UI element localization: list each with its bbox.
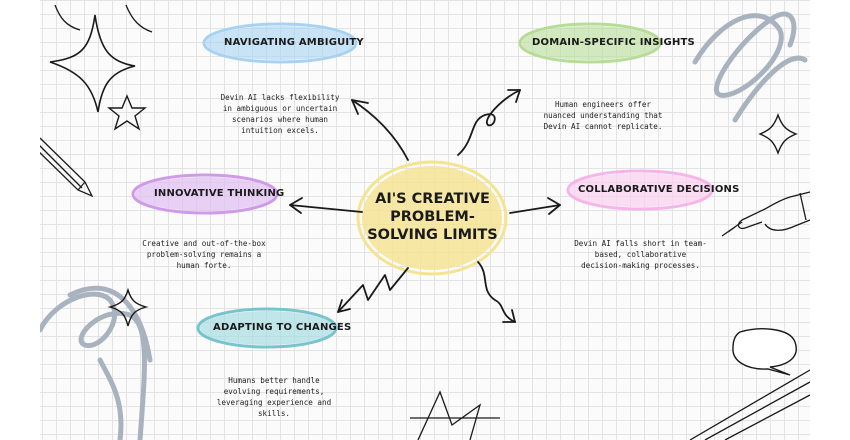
heading-collaborative-decisions: Collaborative Decisions bbox=[578, 184, 740, 195]
diamond-sparkle-icon bbox=[758, 112, 798, 156]
heading-domain-specific-insights: Domain-Specific Insights bbox=[532, 37, 695, 48]
highlight-adapting-to-changes bbox=[200, 311, 334, 345]
highlight-navigating-ambiguity bbox=[206, 26, 354, 60]
arrow-to-innovative-thinking bbox=[289, 204, 363, 213]
text-domain-specific-insights: Human engineers offer nuanced understand… bbox=[543, 100, 663, 131]
pointing-hand-icon bbox=[721, 191, 811, 237]
highlight-collaborative-decisions bbox=[570, 173, 710, 207]
scribble-icon bbox=[37, 11, 808, 440]
arrow-to-domain-specific-insights bbox=[457, 89, 521, 156]
text-navigating-ambiguity: Devin AI lacks flexibility in ambiguous … bbox=[220, 93, 340, 135]
heading-adapting-to-changes: Adapting to Changes bbox=[213, 322, 352, 333]
text-adapting-to-changes: Humans better handle evolving requiremen… bbox=[216, 376, 332, 418]
sparkle-star-icon bbox=[49, 14, 136, 113]
highlight-innovative-thinking bbox=[135, 177, 275, 211]
arrow-from-center-bottom bbox=[477, 261, 516, 323]
center-highlight bbox=[362, 166, 502, 270]
arrow-to-collaborative-decisions bbox=[509, 204, 561, 214]
left-margin bbox=[0, 0, 40, 440]
heading-navigating-ambiguity: Navigating Ambiguity bbox=[224, 37, 364, 48]
arrow-to-navigating-ambiguity bbox=[351, 99, 409, 161]
speech-bubble-icon bbox=[732, 328, 797, 376]
right-margin bbox=[810, 0, 850, 440]
text-innovative-thinking: Creative and out-of-the-box problem-solv… bbox=[142, 239, 266, 270]
highlight-domain-specific-insights bbox=[522, 26, 658, 60]
center-title: AI's Creative Problem-Solving Limits bbox=[367, 191, 498, 243]
text-collaborative-decisions: Devin AI falls short in team-based, coll… bbox=[574, 239, 707, 270]
star-outline-icon bbox=[107, 94, 147, 131]
heading-innovative-thinking: Innovative Thinking bbox=[154, 188, 285, 199]
pencil-icon bbox=[32, 137, 94, 198]
arrow-to-adapting-to-changes bbox=[337, 267, 409, 313]
